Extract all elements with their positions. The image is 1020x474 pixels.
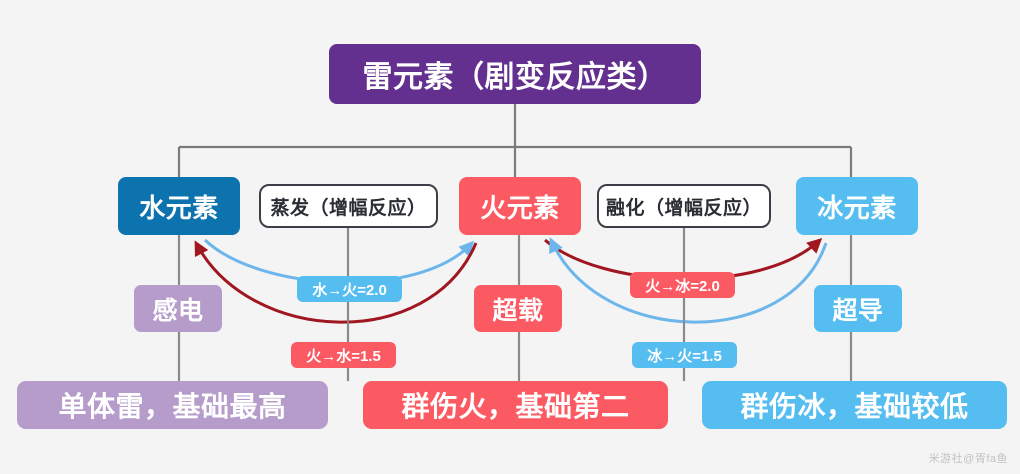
multiplier-badge-fire-to-water: 火→水=1.5 [291,342,396,368]
reaction-tag-electro-charged[interactable]: 感电 [134,285,222,332]
reaction-tag-overloaded[interactable]: 超载 [474,285,562,332]
summary-box-fire: 群伤火，基础第二 [363,381,668,429]
summary-box-ice: 群伤冰，基础较低 [702,381,1007,429]
multiplier-badge-ice-to-fire: 冰→火=1.5 [632,342,737,368]
element-box-ice[interactable]: 冰元素 [796,177,918,235]
tree-connectors [177,104,853,177]
multiplier-badge-fire-to-ice: 火→冰=2.0 [630,272,735,298]
element-box-water[interactable]: 水元素 [118,177,240,235]
element-box-fire[interactable]: 火元素 [459,177,581,235]
multiplier-badge-water-to-fire: 水→火=2.0 [297,276,402,302]
summary-box-electro: 单体雷，基础最高 [17,381,328,429]
amplify-box-melt[interactable]: 融化（增幅反应） [597,184,771,228]
reaction-tag-superconduct[interactable]: 超导 [814,285,902,332]
watermark: 米游社@胥fa鱼 [928,453,1008,465]
diagram-title: 雷元素（剧变反应类） [329,44,701,104]
amplify-box-vaporize[interactable]: 蒸发（增幅反应） [259,184,438,228]
